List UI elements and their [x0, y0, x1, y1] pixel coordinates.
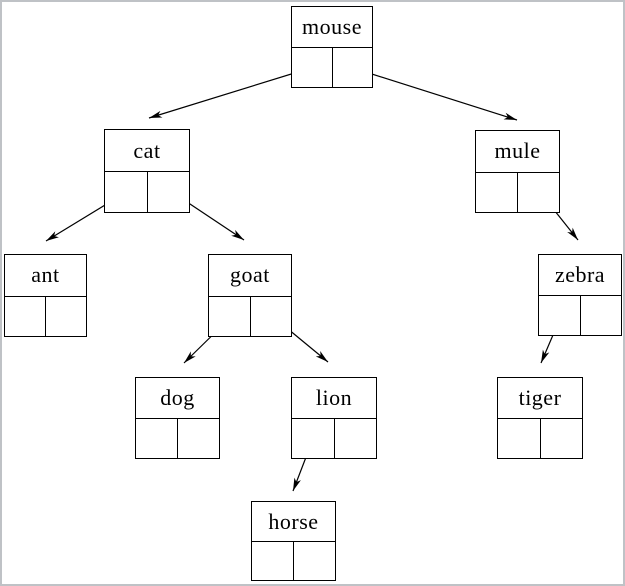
right-pointer-cell: [335, 419, 377, 458]
left-pointer-cell: [136, 419, 178, 458]
left-pointer-cell: [539, 296, 581, 335]
left-pointer-cell: [105, 172, 148, 212]
tree-node-mule: mule: [475, 130, 560, 213]
tree-node-horse: horse: [251, 501, 336, 581]
node-pointer-row: [539, 296, 621, 335]
right-pointer-cell: [148, 172, 190, 212]
node-label: dog: [136, 378, 219, 420]
left-pointer-cell: [252, 542, 294, 580]
node-label: ant: [5, 255, 86, 297]
right-pointer-cell: [333, 48, 373, 87]
node-label: cat: [105, 130, 189, 173]
node-pointer-row: [252, 542, 335, 580]
tree-node-goat: goat: [208, 254, 292, 337]
left-pointer-cell: [476, 172, 518, 212]
node-label: lion: [292, 378, 376, 420]
left-pointer-cell: [498, 419, 541, 458]
edge-mouse-right-mule: [352, 67, 518, 121]
right-pointer-cell: [178, 419, 219, 458]
tree-node-lion: lion: [291, 377, 377, 459]
right-pointer-cell: [46, 297, 86, 336]
node-label: mule: [476, 131, 559, 173]
node-pointer-row: [498, 419, 582, 458]
left-pointer-cell: [292, 48, 333, 87]
left-pointer-cell: [292, 419, 335, 458]
node-pointer-row: [476, 172, 559, 212]
node-pointer-row: [292, 48, 372, 87]
node-pointer-row: [209, 296, 292, 336]
edge-mouse-left-cat: [148, 66, 315, 119]
right-pointer-cell: [581, 296, 622, 335]
tree-node-cat: cat: [104, 129, 190, 213]
node-label: goat: [209, 255, 291, 297]
node-pointer-row: [105, 172, 189, 212]
node-pointer-row: [292, 419, 376, 458]
left-pointer-cell: [5, 296, 46, 336]
node-label: tiger: [498, 378, 582, 420]
tree-node-zebra: zebra: [538, 254, 622, 336]
tree-node-ant: ant: [4, 254, 87, 337]
right-pointer-cell: [541, 419, 583, 458]
right-pointer-cell: [251, 297, 292, 336]
right-pointer-cell: [518, 173, 559, 212]
node-label: zebra: [539, 255, 621, 297]
node-label: mouse: [292, 7, 372, 49]
tree-node-tiger: tiger: [497, 377, 583, 459]
left-pointer-cell: [209, 296, 251, 336]
node-pointer-row: [5, 296, 86, 336]
tree-node-mouse: mouse: [291, 6, 373, 88]
node-label: horse: [252, 502, 335, 543]
node-pointer-row: [136, 419, 219, 458]
tree-node-dog: dog: [135, 377, 220, 459]
right-pointer-cell: [294, 542, 335, 580]
